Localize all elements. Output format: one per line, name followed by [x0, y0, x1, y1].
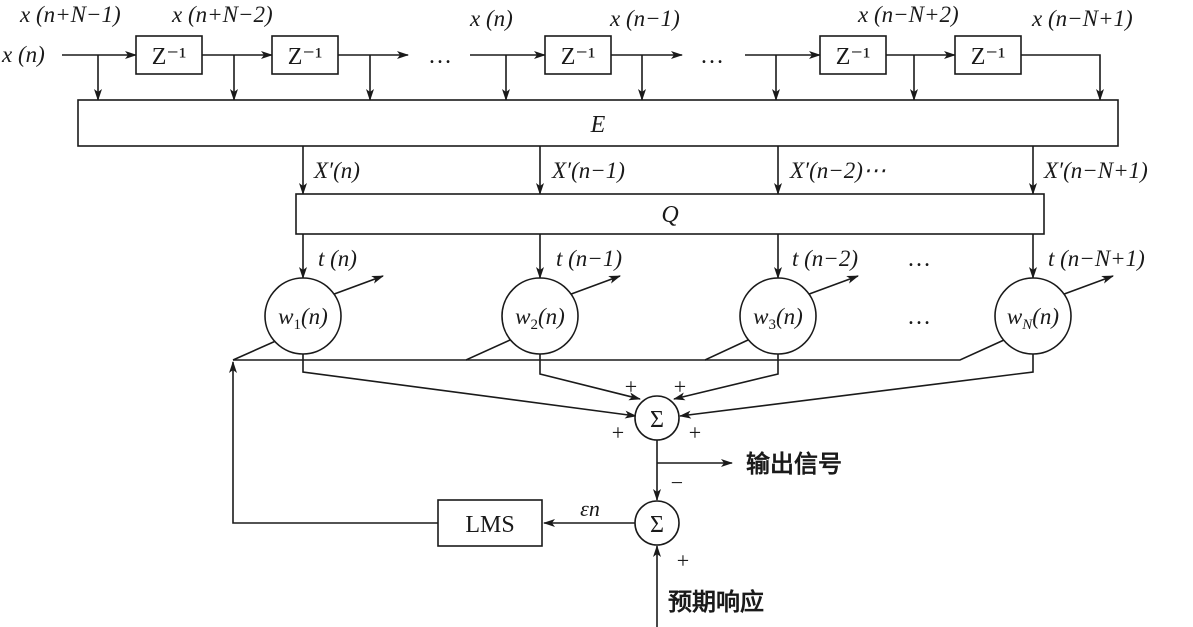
plus-sign-2: +	[674, 374, 686, 399]
weight-label-1: w1(n)	[278, 304, 328, 333]
control-bus-3	[705, 339, 1005, 361]
delay-line: Z⁻¹ Z⁻¹ Z⁻¹ Z⁻¹ Z⁻¹ … …	[62, 35, 1104, 101]
transform-block-q	[295, 193, 1045, 235]
weight-node-3: w3(n)	[739, 277, 817, 355]
delay-label-2: Z⁻¹	[288, 44, 323, 70]
delay-box-4	[819, 35, 887, 75]
wire-z5-down	[1021, 54, 1104, 101]
output-signal-label: 输出信号	[746, 450, 842, 478]
weight-label-3: w3(n)	[753, 304, 803, 333]
error-label: εn	[580, 496, 600, 521]
t-label-2: t (n−1)	[556, 246, 622, 271]
weight-node-2: w2(n)	[501, 277, 579, 355]
plus-sign-3: +	[612, 420, 624, 445]
delay-box-2	[271, 35, 339, 75]
ellipsis-t: …	[907, 246, 931, 272]
xprime-label-2: X′(n−1)	[551, 158, 625, 183]
block-q-label: Q	[661, 202, 678, 228]
weight-node-1: w1(n)	[264, 277, 342, 355]
plus-sign-4: +	[689, 420, 701, 445]
weight-label-2: w2(n)	[515, 304, 565, 333]
ellipsis-weights: …	[907, 304, 931, 330]
xprime-label-4: X′(n−N+1)	[1043, 158, 1148, 183]
block-e-label: E	[590, 112, 606, 138]
e-outputs	[299, 146, 1037, 195]
lms-block	[437, 499, 543, 547]
delay-box-5	[954, 35, 1022, 75]
tap-label-3: x (n)	[469, 6, 513, 31]
lms-label: LMS	[465, 512, 514, 538]
weight-out-1	[302, 354, 637, 419]
delay-label-5: Z⁻¹	[971, 44, 1006, 70]
t-label-1: t (n)	[318, 246, 357, 271]
delay-label-4: Z⁻¹	[836, 44, 871, 70]
delay-box-1	[135, 35, 203, 75]
plus-sign-1: +	[625, 374, 637, 399]
tap-label-4: x (n−1)	[609, 6, 680, 31]
weight-out-3	[673, 354, 779, 401]
ellipsis-top-2: …	[700, 43, 724, 69]
lms-feedback-wire	[229, 361, 438, 524]
xprime-label-3: X′(n−2)⋯	[789, 158, 886, 183]
minus-sign: −	[671, 470, 683, 495]
delay-box-3	[544, 35, 612, 75]
q-outputs	[299, 234, 1037, 279]
t-label-3: t (n−2)	[792, 246, 858, 271]
weight-out-2	[539, 354, 641, 401]
ellipsis-top-1: …	[428, 43, 452, 69]
weight-out-n	[679, 354, 1034, 419]
control-bus-1	[233, 339, 511, 361]
xprime-label-1: X′(n)	[313, 158, 360, 183]
weight-node-n: wN(n)	[994, 277, 1072, 355]
delay-label-3: Z⁻¹	[561, 44, 596, 70]
input-label: x (n)	[1, 42, 45, 67]
tap-label-5: x (n−N+2)	[857, 2, 959, 27]
sum-symbol-2: Σ	[650, 512, 664, 538]
control-bus-2	[466, 339, 749, 361]
tap-label-1: x (n+N−1)	[19, 2, 121, 27]
t-label-4: t (n−N+1)	[1048, 246, 1145, 271]
tap-label-6: x (n−N+1)	[1031, 6, 1133, 31]
plus-sign-5: +	[677, 548, 689, 573]
control-diag-1	[232, 339, 279, 361]
sum-symbol-1: Σ	[650, 407, 664, 433]
desired-response-label: 预期响应	[668, 588, 764, 616]
delay-label-1: Z⁻¹	[152, 44, 187, 70]
weight-label-n: wN(n)	[1007, 304, 1059, 333]
transform-block-e	[77, 99, 1119, 147]
tap-label-2: x (n+N−2)	[171, 2, 273, 27]
